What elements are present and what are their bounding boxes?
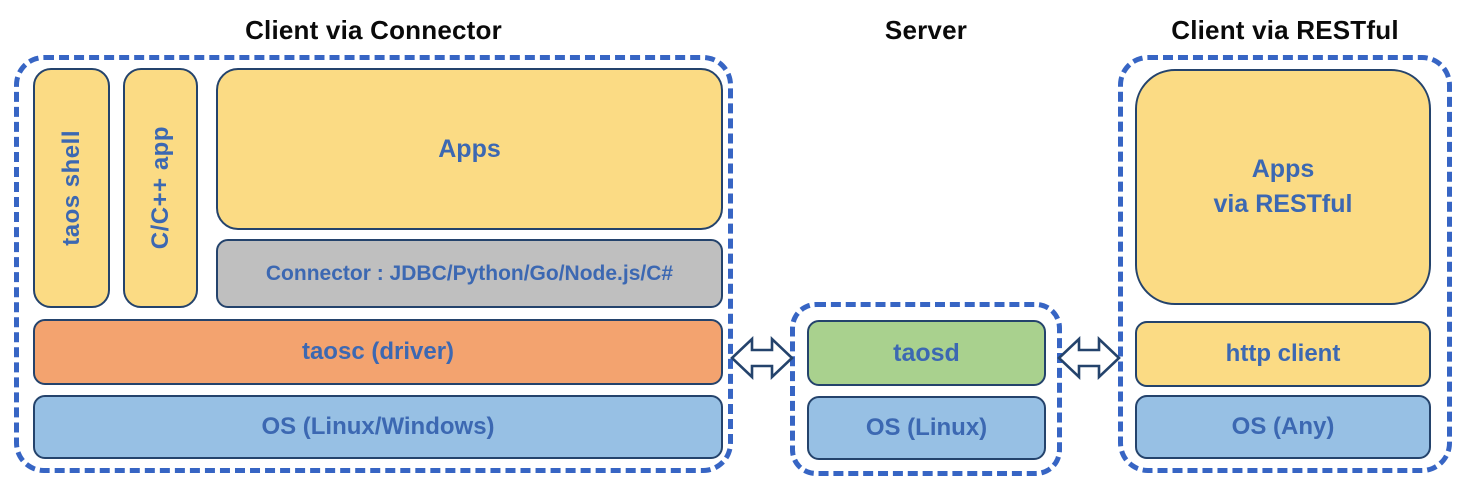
apps-via-restful-label-line1: Apps [1251,155,1315,183]
section-title-client-connector: Client via Connector [245,15,502,45]
connector-label: Connector : JDBC/Python/Go/Node.js/C# [265,261,674,285]
apps-box: Apps [216,68,723,230]
c-cpp-app-box: C/C++ app [123,68,198,308]
client-connector-section-outline [14,55,733,473]
os-any-label: OS (Any) [1231,413,1335,440]
os-any-box: OS (Any) [1135,395,1431,459]
taosd-label: taosd [893,338,960,367]
taos-shell-label: taos shell [57,130,85,246]
section-title-server: Server [884,15,968,45]
section-title-client-restful: Client via RESTful [1171,15,1399,45]
taosc-driver-label: taosc (driver) [301,338,455,365]
taos-shell-box: taos shell [33,68,110,308]
client-restful-section-outline [1118,55,1452,473]
os-linux-label: OS (Linux) [865,414,988,441]
bidirectional-arrow-icon [730,335,794,381]
taosc-driver-box: taosc (driver) [33,319,723,385]
server-section-outline [790,302,1062,476]
bidirectional-arrow-icon [1057,335,1121,381]
os-linux-windows-label: OS (Linux/Windows) [261,413,495,440]
apps-via-restful-label-line2: via RESTful [1213,190,1353,218]
http-client-box: http client [1135,321,1431,387]
apps-label: Apps [438,134,501,163]
os-linux-box: OS (Linux) [807,396,1046,460]
http-client-label: http client [1225,340,1341,367]
taosd-box: taosd [807,320,1046,386]
connector-box: Connector : JDBC/Python/Go/Node.js/C# [216,239,723,308]
os-linux-windows-box: OS (Linux/Windows) [33,395,723,459]
apps-via-restful-box: Apps via RESTful [1135,69,1431,305]
c-cpp-app-label: C/C++ app [146,126,174,250]
